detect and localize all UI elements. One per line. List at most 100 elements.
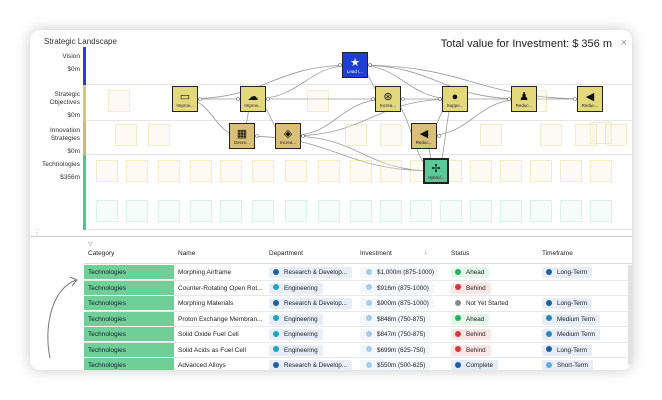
status-cell[interactable]: Behind (451, 327, 541, 342)
status-dot-icon (455, 361, 461, 368)
node-so4[interactable]: ●Suppo... (442, 86, 468, 112)
department-dot-icon (273, 361, 279, 368)
lane-bar (83, 47, 86, 85)
node-so1[interactable]: ▭Improv... (172, 86, 198, 112)
col-category[interactable]: Category (88, 250, 115, 257)
timeframe-label: Short-Term (557, 362, 589, 369)
timeframe-cell[interactable]: Long-Term (542, 296, 632, 311)
department-label: Engineering (284, 315, 318, 323)
col-timeframe[interactable]: Timeframe (542, 250, 573, 257)
department-cell[interactable]: Engineering (269, 343, 359, 358)
timeframe-cell[interactable]: Medium Term (542, 312, 632, 327)
department-cell[interactable]: Research & Develop... (269, 358, 359, 370)
lane-label-2: Innovation Strategies$0m (30, 127, 84, 155)
status-cell[interactable]: Behind (451, 343, 541, 358)
category-cell: Technologies (84, 296, 174, 311)
background-node (590, 122, 612, 144)
department-cell[interactable]: Research & Develop... (269, 265, 359, 280)
resize-handle-icon[interactable]: ⋮ (33, 228, 41, 237)
node-is2[interactable]: ◈Increa... (275, 123, 301, 149)
node-so6[interactable]: ◀Reduc... (577, 86, 603, 112)
status-label: Not Yet Started (466, 300, 509, 307)
panel-splitter[interactable] (30, 236, 632, 237)
timeframe-cell[interactable]: Long-Term (542, 343, 632, 358)
timeframe-cell[interactable] (542, 281, 632, 296)
node-label: Increa... (279, 139, 297, 145)
department-cell[interactable]: Research & Develop... (269, 296, 359, 311)
investment-cell[interactable]: $699m (625-750) (360, 343, 450, 358)
node-so3[interactable]: ⊛Increa... (375, 86, 401, 112)
node-is3[interactable]: ◀Reduc... (411, 123, 437, 149)
timeframe-dot-icon (546, 361, 552, 368)
name-cell[interactable]: Morphing Materials (178, 300, 234, 307)
edge (184, 64, 356, 100)
name-cell[interactable]: Counter-Rotating Open Rot... (178, 284, 263, 292)
investment-cell[interactable]: $900m (875-1000) (360, 296, 450, 311)
department-cell[interactable]: Engineering (269, 281, 359, 296)
status-cell[interactable]: Not Yet Started (451, 296, 541, 311)
edge-port (338, 63, 342, 67)
status-cell[interactable]: Ahead (451, 312, 541, 327)
investment-cell[interactable]: $847m (750-875) (360, 327, 450, 342)
name-cell[interactable]: Morphing Airframe (178, 269, 232, 276)
investment-label: $900m (875-1000) (377, 300, 429, 307)
name-cell[interactable]: Solid Acids as Fuel Cell (178, 346, 246, 354)
table-row[interactable]: Technologies Morphing Materials Research &… (84, 296, 632, 312)
investment-cell[interactable]: $1,000m (875-1000) (360, 265, 450, 280)
name-cell[interactable]: Proton Exchange Membran... (178, 315, 263, 323)
timeframe-cell[interactable]: Medium Term (542, 327, 632, 342)
status-label: Behind (466, 346, 486, 354)
department-label: Engineering (284, 284, 318, 292)
background-node (318, 160, 340, 182)
status-dot-icon (455, 268, 461, 275)
background-node (350, 160, 372, 182)
background-node (440, 200, 462, 222)
lane-label-0: Vision$0m (30, 53, 84, 73)
edge (423, 98, 525, 137)
col-department[interactable]: Department (269, 250, 303, 257)
department-label: Engineering (284, 331, 318, 338)
node-is1[interactable]: ▦Decre... (229, 123, 255, 149)
table-scrollbar[interactable] (628, 265, 632, 365)
timeframe-cell[interactable]: Long-Term (542, 265, 632, 280)
status-cell[interactable]: Behind (451, 281, 541, 296)
investment-cell[interactable]: $916m (875-1000) (360, 281, 450, 296)
lane-name: Technologies (42, 161, 80, 168)
status-dot-icon (455, 299, 461, 306)
person-icon: ♟ (519, 90, 529, 103)
status-cell[interactable]: Ahead (451, 265, 541, 280)
fan-icon: ✢ (431, 162, 441, 175)
node-label: Reduc... (515, 102, 533, 108)
department-cell[interactable]: Engineering (269, 312, 359, 327)
department-cell[interactable]: Engineering (269, 327, 359, 342)
col-name[interactable]: Name (178, 250, 196, 257)
lane-label-3: Technologies$356m (30, 161, 84, 181)
filter-icon[interactable]: ▽ (88, 242, 93, 248)
node-so2[interactable]: ☁Improv... (240, 86, 266, 112)
investment-cell[interactable]: $848m (750-875) (360, 312, 450, 327)
node-vision[interactable]: ★Lead t... (342, 52, 368, 78)
status-dot-icon (455, 315, 461, 321)
timeframe-cell[interactable]: Short-Term (542, 358, 632, 370)
node-tech1[interactable]: ✢Hybrid... (423, 158, 449, 184)
node-label: Reduc... (581, 102, 599, 108)
background-node (590, 200, 612, 222)
timeframe-dot-icon (546, 268, 552, 275)
edge-port (301, 134, 305, 138)
close-icon[interactable]: × (620, 37, 627, 49)
col-investment[interactable]: Investment (360, 250, 392, 257)
col-status[interactable]: Status (451, 250, 470, 257)
investment-cell[interactable]: $550m (500-625) (360, 358, 450, 370)
node-so5[interactable]: ♟Reduc... (511, 86, 537, 112)
status-cell[interactable]: Complete (451, 358, 541, 370)
name-cell[interactable]: Advanced Alloys (178, 362, 226, 369)
edge-port (401, 97, 405, 101)
name-cell[interactable]: Solid Oxide Fuel Cell (178, 331, 239, 338)
sort-down-icon[interactable]: ↓ (424, 249, 428, 256)
